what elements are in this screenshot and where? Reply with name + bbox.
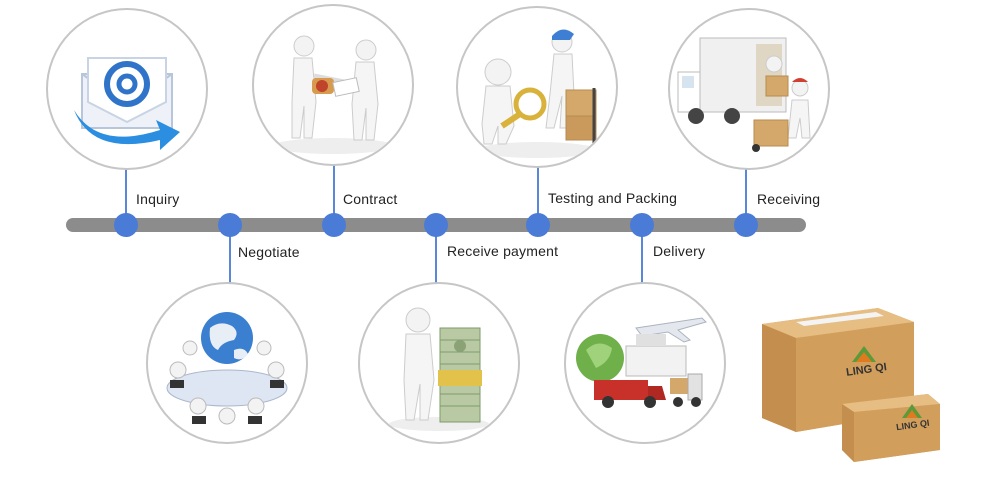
cardboard-box-icon bbox=[762, 308, 940, 462]
stem-contract bbox=[333, 164, 335, 216]
stem-inquiry bbox=[125, 166, 127, 216]
circle-negotiate bbox=[146, 282, 308, 444]
money-stack-icon bbox=[389, 307, 489, 431]
logistics-icon bbox=[576, 317, 707, 408]
step-label-contract: Contract bbox=[343, 191, 398, 207]
email-icon bbox=[74, 57, 180, 150]
node-inquiry bbox=[114, 213, 138, 237]
node-negotiate bbox=[218, 213, 242, 237]
step-label-delivery: Delivery bbox=[653, 243, 706, 259]
step-label-receive-payment: Receive payment bbox=[447, 243, 559, 259]
stem-testing-packing bbox=[537, 164, 539, 216]
node-contract bbox=[322, 213, 346, 237]
stem-negotiate bbox=[229, 232, 231, 284]
circle-inquiry bbox=[46, 8, 208, 170]
stem-delivery bbox=[641, 232, 643, 284]
circle-receiving bbox=[668, 8, 830, 170]
delivery-truck-icon bbox=[677, 37, 811, 152]
shipping-boxes: LING QI LING QI bbox=[756, 300, 956, 470]
step-label-testing-packing: Testing and Packing bbox=[548, 190, 678, 206]
node-delivery bbox=[630, 213, 654, 237]
circle-delivery bbox=[564, 282, 726, 444]
step-label-receiving: Receiving bbox=[757, 191, 821, 207]
node-receive-payment bbox=[424, 213, 448, 237]
step-label-inquiry: Inquiry bbox=[136, 191, 180, 207]
step-label-negotiate: Negotiate bbox=[238, 244, 300, 260]
circle-contract bbox=[252, 4, 414, 166]
global-meeting-icon bbox=[166, 312, 288, 425]
node-testing-packing bbox=[526, 213, 550, 237]
node-receiving bbox=[734, 213, 758, 237]
circle-testing-packing bbox=[456, 6, 618, 168]
handshake-contract-icon bbox=[273, 35, 393, 154]
stem-receive-payment bbox=[435, 232, 437, 284]
inspection-icon bbox=[477, 29, 597, 158]
circle-receive-payment bbox=[358, 282, 520, 444]
stem-receiving bbox=[745, 166, 747, 216]
